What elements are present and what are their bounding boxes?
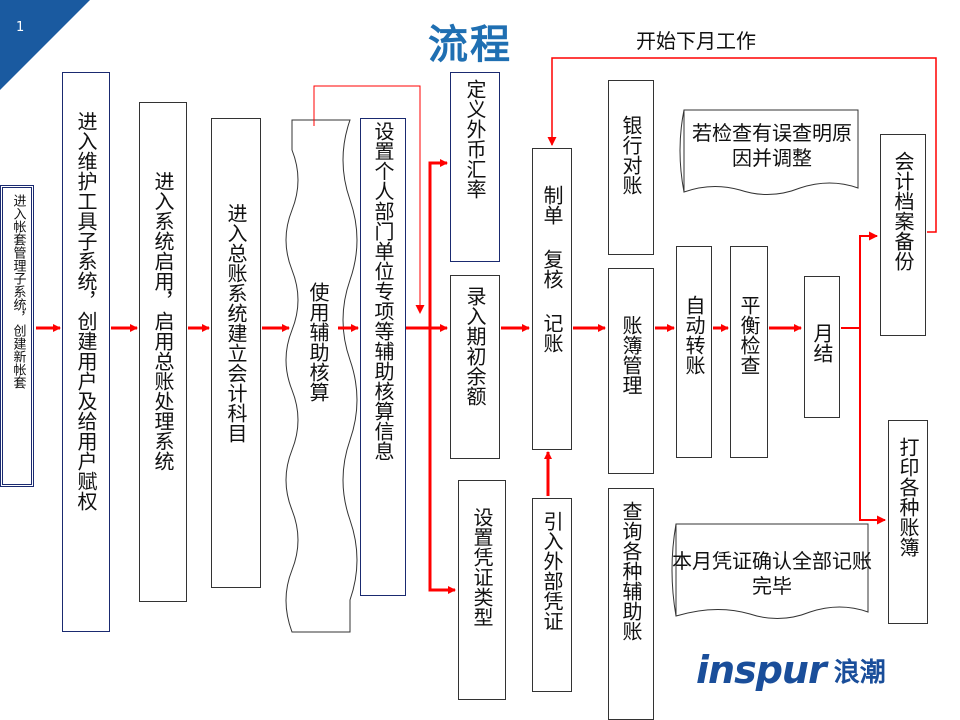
step-system-enable: 进入系统启用，启用总账处理系统 <box>139 102 187 602</box>
auxiliary-accounting-shape <box>285 119 358 633</box>
step-import-vouchers: 引入外部凭证 <box>532 498 572 692</box>
step-print-ledgers: 打印各种账簿 <box>888 420 928 624</box>
error-check-shape <box>683 109 859 195</box>
arrow-to-print <box>859 328 886 525</box>
step-ledger-management: 账簿管理 <box>608 268 654 474</box>
step-archive-backup: 会计档案备份 <box>880 134 926 336</box>
page-title: 流程 <box>428 22 512 68</box>
step-balance-check: 平衡检查 <box>730 246 768 458</box>
next-month-note: 开始下月工作 <box>636 29 756 53</box>
step-chart-of-accounts: 进入总账系统建立会计科目 <box>211 118 261 588</box>
step-bank-reconciliation: 银行对账 <box>608 80 654 255</box>
step-exchange-rate: 定义外币汇率 <box>450 72 500 262</box>
step-opening-balance: 录入期初余额 <box>450 275 500 459</box>
step-maintain-tools: 进入维护工具子系统，创建用户及给用户赋权 <box>62 72 110 632</box>
arrow-to-archive <box>859 231 878 328</box>
corner-decoration <box>0 0 90 90</box>
step-month-end: 月结 <box>804 276 840 418</box>
error-check-note: 若检查有误查明原因并调整 <box>692 121 852 170</box>
logo-chinese: 浪潮 <box>833 657 886 688</box>
logo-wordmark: inspur <box>696 648 827 692</box>
step-voucher-type: 设置凭证类型 <box>458 480 506 700</box>
vouchers-posted-note: 本月凭证确认全部记账完毕 <box>672 549 872 598</box>
arrow-next-month <box>547 57 937 233</box>
arrow-to-voucher-type <box>428 328 456 594</box>
step-enter-account-mgmt: 进入帐套管理子系统，创建新帐套 <box>0 185 34 487</box>
page-number: 1 <box>16 20 25 35</box>
feedback-auxiliary <box>313 85 425 314</box>
arrow-to-exchange-rate <box>428 159 448 328</box>
step-auxiliary-info: 设置个人部门单位专项等辅助核算信息 <box>360 118 406 596</box>
step-auto-transfer: 自动转账 <box>676 246 712 458</box>
step-voucher-entry: 制单 复核 记账 <box>532 148 572 450</box>
step-auxiliary-accounting: 使用辅助核算 <box>306 282 330 402</box>
vouchers-posted-shape <box>675 523 869 619</box>
inspur-logo: inspur 浪潮 <box>696 648 886 692</box>
